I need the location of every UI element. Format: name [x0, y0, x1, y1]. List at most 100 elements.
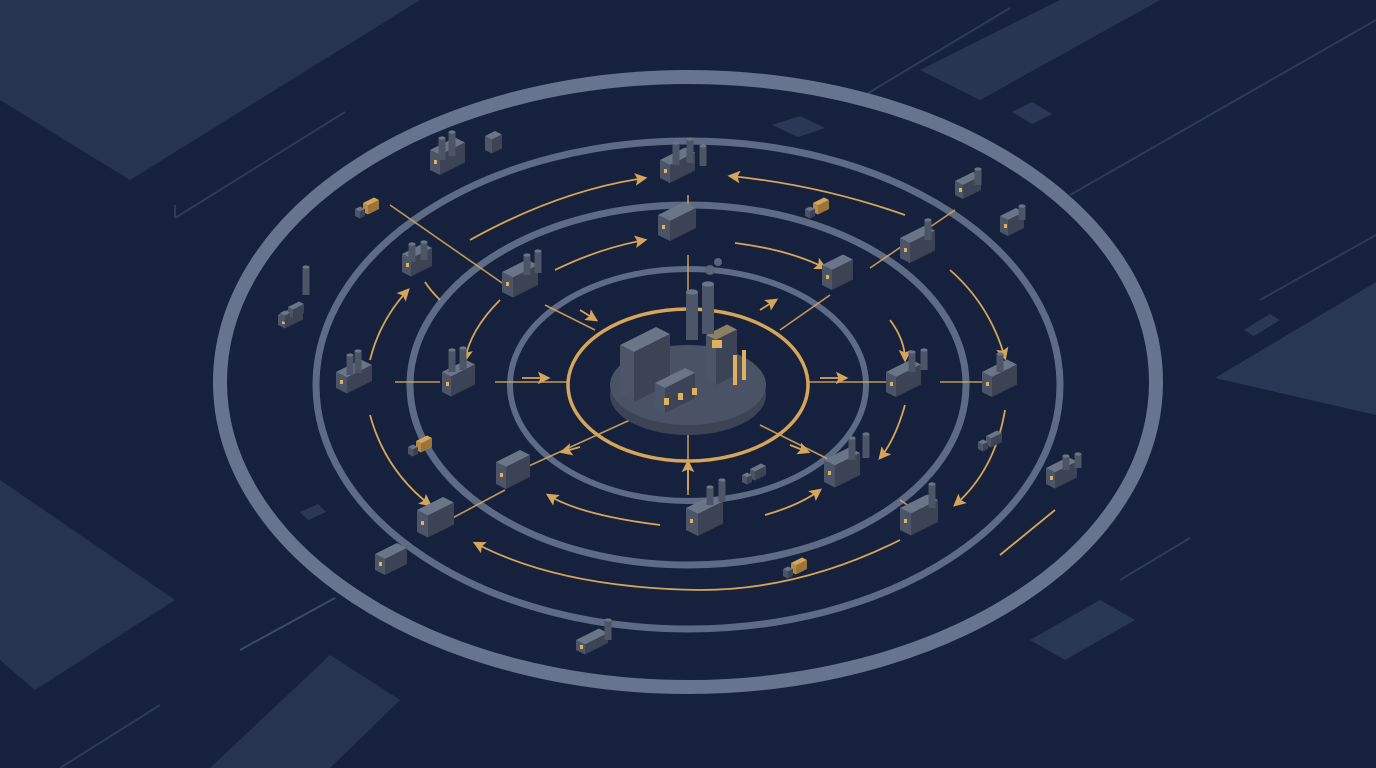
background-line — [239, 597, 336, 651]
central-factory-hub-icon — [610, 258, 766, 435]
block-top — [496, 450, 530, 467]
factory-window — [890, 382, 893, 386]
block-right — [506, 455, 530, 489]
chimney-top — [523, 253, 531, 257]
chimney — [699, 146, 707, 166]
block-top — [750, 463, 766, 472]
chimney — [438, 138, 446, 160]
chimney-top — [924, 218, 932, 222]
chimney — [408, 244, 416, 262]
factory-window — [406, 263, 409, 267]
block-right — [670, 208, 696, 241]
link-line — [779, 294, 831, 331]
factory-icon — [402, 240, 432, 277]
chimney-top — [908, 350, 916, 354]
background-shape — [1244, 314, 1280, 336]
factory-icon — [686, 478, 726, 536]
block-right — [428, 502, 454, 538]
factory-window — [904, 519, 907, 523]
block-right — [585, 633, 608, 655]
truck-icon — [280, 301, 304, 323]
block-right — [991, 433, 1002, 448]
block-top — [485, 131, 502, 140]
hub-window — [712, 340, 722, 348]
block-right — [810, 209, 815, 219]
flow-arrow — [545, 493, 661, 526]
chimney — [718, 480, 726, 502]
factory-window — [434, 160, 437, 164]
background-line — [1069, 19, 1376, 196]
factory-window — [1004, 224, 1007, 228]
block-left — [783, 569, 788, 579]
chimney — [1018, 206, 1026, 220]
block-right — [896, 364, 921, 397]
block-right — [698, 501, 723, 536]
hub-window — [664, 398, 669, 405]
chimney-top — [1074, 452, 1082, 456]
flow-arrow — [789, 442, 811, 455]
flow-arrow — [460, 299, 501, 363]
factory-window — [580, 645, 583, 649]
block-left — [408, 447, 413, 457]
chimney — [862, 434, 870, 458]
link-line — [389, 204, 506, 286]
factory-window — [664, 169, 667, 173]
factory-icon — [576, 618, 612, 655]
factory-window — [379, 562, 382, 566]
background-shape — [0, 0, 420, 180]
block-right — [832, 259, 853, 290]
block-top — [822, 254, 853, 270]
chimney — [459, 348, 467, 370]
factory-window — [959, 188, 962, 192]
background-shape — [1030, 600, 1135, 660]
block-right — [413, 447, 418, 457]
factory-icon — [955, 167, 982, 199]
block-right — [285, 313, 290, 323]
flow-arrow — [424, 281, 441, 301]
flow-arrow — [554, 235, 648, 271]
background-shape — [0, 480, 175, 690]
factory-window — [828, 471, 831, 475]
flow-arrow — [878, 404, 906, 460]
chimney-top — [862, 432, 870, 436]
chimney-top — [686, 289, 698, 295]
background-shape — [772, 116, 825, 137]
factory-window — [904, 248, 907, 252]
block-top — [363, 197, 379, 206]
block-right — [451, 364, 475, 397]
background-shape — [1012, 102, 1052, 124]
smoke-puff — [714, 258, 722, 266]
flow-arrow — [579, 309, 599, 322]
chimney-top — [718, 478, 726, 482]
chimney — [686, 292, 698, 340]
factory-icon — [900, 482, 938, 536]
chimney — [996, 354, 1004, 372]
block-top — [336, 359, 372, 378]
factory-icon — [822, 254, 853, 290]
chimney — [706, 487, 714, 505]
factory-icon — [824, 432, 870, 488]
factory-icon — [658, 202, 696, 241]
background-shape — [1215, 282, 1376, 415]
chimney — [848, 438, 856, 460]
block-right — [421, 438, 432, 453]
factory-window — [690, 519, 693, 523]
hub-window — [678, 393, 683, 400]
factory-window — [282, 320, 285, 324]
block-left — [805, 209, 810, 219]
block-top — [416, 435, 432, 444]
chimney — [354, 351, 362, 373]
chimney-top — [420, 240, 428, 244]
block-left — [620, 345, 634, 402]
factory-icon — [1000, 204, 1026, 236]
chimney — [448, 350, 456, 372]
block-top — [442, 360, 475, 377]
chimney-top — [534, 249, 542, 253]
block-left — [742, 475, 747, 485]
chimney-top — [686, 137, 694, 141]
background-shape — [210, 655, 400, 768]
central-hub — [610, 258, 766, 435]
factory-icon — [886, 348, 928, 397]
block-top — [620, 327, 670, 352]
block-right — [1055, 461, 1077, 489]
